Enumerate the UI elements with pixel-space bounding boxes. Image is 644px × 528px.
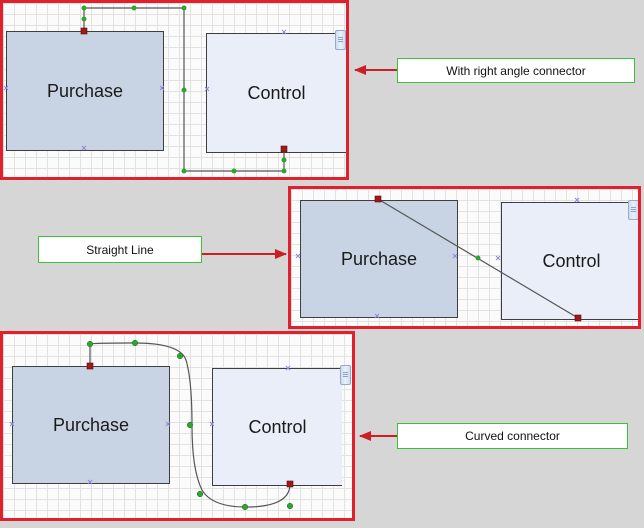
diagram-panel-right-angle: Purchase Control [0,0,349,180]
callout-straight-line-text: Straight Line [86,242,154,257]
control-shape[interactable]: Control [212,368,342,486]
callout-curved-connector: Curved connector [397,423,628,449]
control-shape[interactable]: Control [206,33,346,153]
callout-curved-connector-text: Curved connector [465,429,560,443]
vertical-scrollbar-thumb[interactable] [628,200,638,220]
diagram-panel-straight-line: Purchase Control [288,186,641,329]
purchase-shape[interactable]: Purchase [6,31,164,151]
control-shape-label: Control [247,82,306,103]
callout-right-angle-connector: With right angle connector [397,58,635,83]
control-shape[interactable]: Control [501,202,638,320]
purchase-shape-label: Purchase [52,414,130,435]
purchase-shape-label: Purchase [46,80,124,101]
vertical-scrollbar-thumb[interactable] [340,365,351,385]
purchase-shape-label: Purchase [340,248,418,269]
purchase-shape[interactable]: Purchase [12,366,170,484]
purchase-shape[interactable]: Purchase [300,200,458,318]
diagram-panel-curved: Purchase Control [0,331,355,521]
callout-right-angle-text: With right angle connector [446,63,586,78]
vertical-scrollbar-thumb[interactable] [335,30,346,50]
callout-straight-line: Straight Line [38,236,202,263]
control-shape-label: Control [542,250,601,271]
control-shape-label: Control [248,416,307,437]
